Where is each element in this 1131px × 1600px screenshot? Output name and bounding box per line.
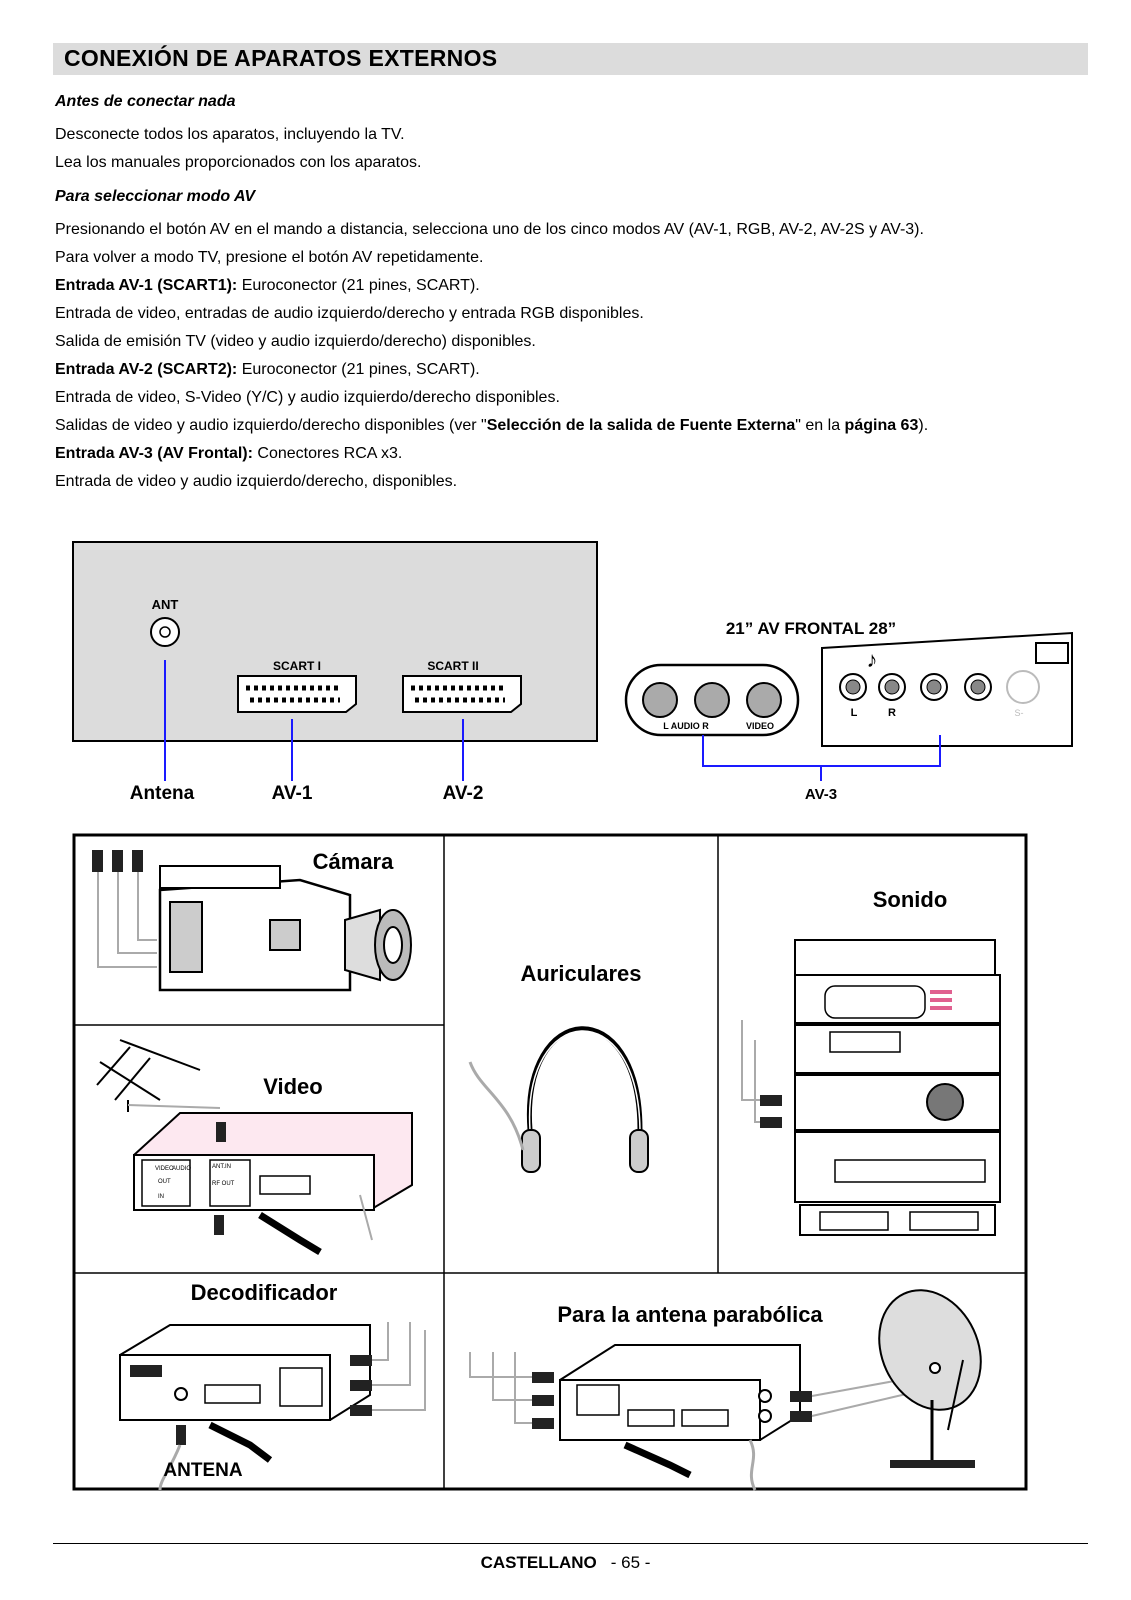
satellite-receiver-illustration	[469, 1289, 982, 1491]
front-r-label: R	[888, 707, 896, 719]
text-line: Lea los manuales proporcionados con los …	[55, 154, 422, 171]
scart1-label: SCART I	[273, 659, 321, 673]
footer-language: CASTELLANO	[480, 1553, 597, 1572]
header-bar	[53, 43, 1088, 75]
av2-text: Euroconector (21 pines, SCART).	[237, 361, 480, 378]
av1-text: Euroconector (21 pines, SCART).	[237, 277, 480, 294]
decodificador-label: Decodificador	[191, 1280, 338, 1305]
av2-label: AV-2	[443, 783, 484, 804]
scart2-label: SCART II	[427, 659, 478, 673]
av2-line: Entrada AV-2 (SCART2): Euroconector (21 …	[55, 361, 480, 379]
av1-label: Entrada AV-1 (SCART1):	[55, 277, 238, 294]
decoder-illustration	[119, 1322, 426, 1491]
av3-label: Entrada AV-3 (AV Frontal):	[55, 445, 253, 462]
text-part: Salidas de video y audio izquierdo/derec…	[55, 417, 487, 434]
text-line: Para volver a modo TV, presione el botón…	[55, 249, 484, 266]
text-line: Salida de emisión TV (video y audio izqu…	[55, 333, 536, 350]
reference-title: Selección de la salida de Fuente Externa	[486, 417, 796, 434]
antena-bottom-label: ANTENA	[163, 1460, 242, 1481]
text-line: Entrada de video, entradas de audio izqu…	[55, 305, 644, 322]
headphones-illustration	[468, 1026, 649, 1173]
subtitle-before-connecting: Antes de conectar nada	[55, 93, 236, 110]
page-title: CONEXIÓN DE APARATOS EXTERNOS	[64, 45, 498, 71]
footer: CASTELLANO - 65 -	[0, 1553, 1131, 1573]
vcr-antin-label: ANT.IN	[212, 1164, 231, 1170]
ant-label: ANT	[152, 597, 179, 612]
vcr-in-label: IN	[158, 1194, 164, 1200]
av-frontal-title: 21” AV FRONTAL 28”	[726, 619, 896, 638]
page-number: - 65 -	[610, 1553, 651, 1572]
text-line: Entrada de video, S-Video (Y/C) y audio …	[55, 389, 560, 406]
front-video-label: VIDEO	[746, 721, 774, 731]
front-jacks-28: ♪	[839, 647, 1040, 704]
av1-label: AV-1	[272, 783, 313, 804]
av1-line: Entrada AV-1 (SCART1): Euroconector (21 …	[55, 277, 480, 295]
camara-label: Cámara	[313, 849, 394, 874]
text-line: Entrada de video y audio izquierdo/derec…	[55, 473, 458, 490]
front-l-label: L	[851, 707, 858, 719]
antena-label: Antena	[130, 783, 195, 804]
vcr-out-label: OUT	[158, 1179, 171, 1185]
text-line: Presionando el botón AV en el mando a di…	[55, 221, 924, 238]
av2-output-line: Salidas de video y audio izquierdo/derec…	[55, 417, 928, 435]
footer-rule	[53, 1543, 1088, 1544]
scart2-connector	[402, 675, 522, 713]
text-line: Desconecte todos los aparatos, incluyend…	[55, 126, 405, 143]
av3-line: Entrada AV-3 (AV Frontal): Conectores RC…	[55, 445, 402, 463]
subtitle-av-mode: Para seleccionar modo AV	[55, 188, 256, 205]
camera-illustration	[92, 850, 412, 992]
parabolica-label: Para la antena parabólica	[557, 1302, 823, 1327]
vcr-illustration	[96, 1039, 413, 1256]
av3-label: AV-3	[805, 786, 837, 803]
vcr-rfout-label: RF OUT	[212, 1181, 235, 1187]
scart1-connector	[237, 675, 357, 713]
reference-page: página 63	[844, 417, 919, 434]
svg-text:♪: ♪	[867, 647, 878, 672]
vcr-audio-label: AUDIO	[172, 1166, 191, 1172]
text-part: " en la	[795, 417, 845, 434]
video-label: Video	[263, 1074, 323, 1099]
text-part: ).	[918, 417, 929, 434]
sonido-label: Sonido	[873, 887, 948, 912]
av2-label: Entrada AV-2 (SCART2):	[55, 361, 238, 378]
front-audio-label: L AUDIO R	[663, 721, 709, 731]
front-svideo-label: S-	[1015, 708, 1024, 718]
vcr-video-label: VIDEO	[155, 1166, 174, 1172]
av3-text: Conectores RCA x3.	[252, 445, 403, 462]
auriculares-label: Auriculares	[520, 961, 641, 986]
sound-system-illustration	[741, 939, 1001, 1236]
